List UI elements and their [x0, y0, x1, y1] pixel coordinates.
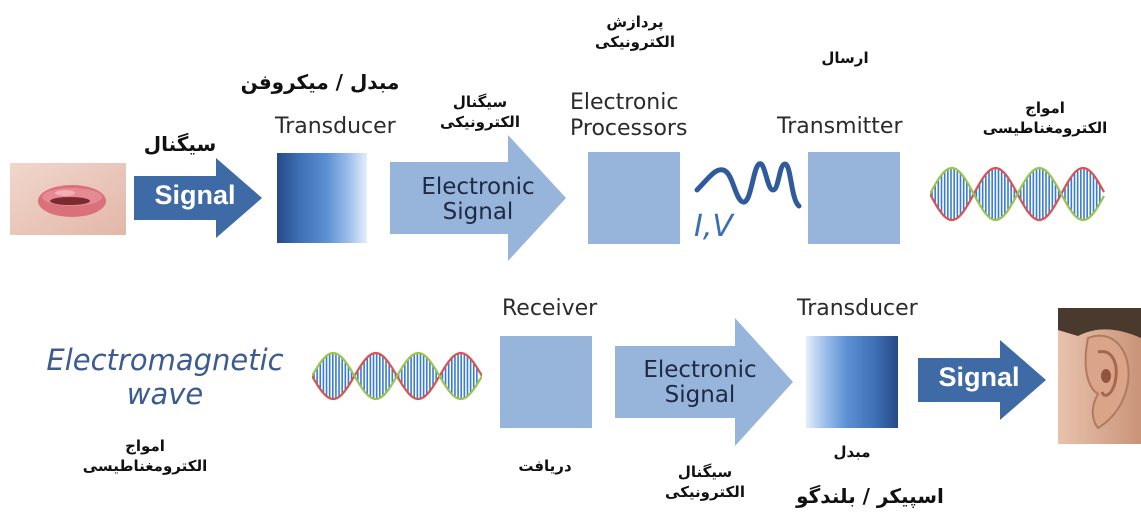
processors-label: Electronic Processors	[570, 90, 687, 142]
electronic-signal-top-fa: سیگنال الکترونیکی	[430, 92, 530, 132]
em-wave-bottom-icon	[312, 351, 482, 401]
electronic-signal-top-label-line2: Signal	[442, 199, 514, 225]
em-wave-bottom-label: Electromagnetic wave	[30, 343, 300, 411]
processors-fa-line2: الکترونیکی	[595, 33, 675, 51]
transmitter-label: Transmitter	[777, 114, 903, 139]
electronic-signal-arrow-bottom	[615, 318, 793, 446]
receiver-fa: دریافت	[518, 457, 572, 475]
processors-box	[588, 152, 680, 244]
electronic-signal-bottom-fa: سیگنال الکترونیکی	[650, 462, 760, 502]
electronic-signal-top-fa-line2: الکترونیکی	[440, 113, 520, 131]
electronic-signal-arrow-top	[390, 135, 566, 261]
wave-strand	[312, 351, 482, 401]
signal-arrow-top	[134, 158, 262, 238]
speaker-fa: اسپیکر / بلندگو	[796, 484, 944, 508]
transducer-top-label: Transducer	[275, 114, 396, 139]
em-wave-top-icon	[930, 166, 1105, 222]
electronic-signal-top-label-line1: Electronic	[421, 174, 535, 200]
processors-fa: پردازش الکترونیکی	[585, 12, 685, 52]
electronic-signal-bottom-label: Electronic Signal	[620, 358, 780, 408]
transmitter-box	[808, 152, 900, 244]
em-waves-top-fa: امواج الکترومغناطیسی	[970, 98, 1120, 138]
electronic-signal-bottom-label-line2: Signal	[664, 382, 736, 408]
electronic-signal-top-fa-line1: سیگنال	[452, 93, 508, 111]
em-waves-top-fa-line2: الکترومغناطیسی	[982, 119, 1108, 137]
processors-label-line1: Electronic	[570, 90, 679, 115]
signal-arrow-bottom-label: Signal	[938, 362, 1020, 392]
receiver-label: Receiver	[502, 296, 598, 321]
transducer-bottom-fa: مبدل	[833, 443, 871, 461]
signal-fa-label: سیگنال	[143, 132, 217, 156]
transducer-top-fa: مبدل / میکروفن	[240, 70, 400, 94]
transducer-bottom-box	[806, 336, 898, 428]
iv-waveform-icon	[694, 161, 802, 209]
em-waves-bottom-fa: امواج الکترومغناطیسی	[70, 436, 220, 476]
signal-arrow-bottom	[918, 340, 1046, 420]
processors-fa-line1: پردازش	[606, 13, 664, 31]
electronic-signal-top-label: Electronic Signal	[398, 175, 558, 225]
em-wave-bottom-label-line1: Electromagnetic	[46, 343, 284, 377]
transmitter-fa: ارسال	[821, 49, 869, 67]
em-waves-top-fa-line1: امواج	[1025, 99, 1065, 117]
electronic-signal-bottom-label-line1: Electronic	[643, 357, 757, 383]
electronic-signal-bottom-fa-line1: سیگنال	[677, 463, 733, 481]
iv-label: I,V	[694, 209, 733, 244]
signal-arrow-top-label: Signal	[154, 180, 236, 210]
electronic-signal-bottom-fa-line2: الکترونیکی	[665, 483, 745, 501]
em-waves-bottom-fa-line2: الکترومغناطیسی	[82, 457, 208, 475]
ear-image	[1058, 308, 1141, 444]
mouth-image	[10, 163, 126, 235]
transducer-top-box	[277, 153, 367, 243]
wave-strand	[930, 166, 1105, 222]
processors-label-line2: Processors	[570, 116, 688, 141]
receiver-box	[500, 336, 592, 428]
em-wave-bottom-label-line2: wave	[126, 377, 204, 411]
em-waves-bottom-fa-line1: امواج	[125, 437, 165, 455]
transducer-bottom-label: Transducer	[797, 296, 918, 321]
